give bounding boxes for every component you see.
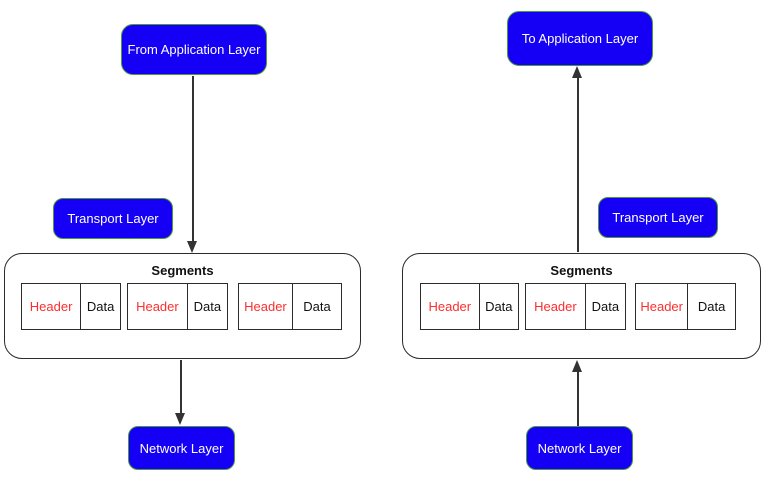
node-label: Transport Layer	[67, 211, 159, 226]
segment-data-cell: Data	[86, 299, 115, 314]
segment-header-cell: Header	[421, 284, 480, 329]
segment-header-cell: Header	[128, 284, 188, 329]
connector-segments-to-network-left	[180, 360, 182, 414]
node-label: Transport Layer	[612, 210, 704, 225]
arrow-down-icon	[175, 413, 185, 425]
segment-header-cell: Header	[636, 284, 689, 329]
arrow-up-icon	[572, 360, 582, 372]
node-label: To Application Layer	[521, 31, 639, 46]
segment-data-cell: Data	[697, 299, 726, 314]
segment-header-cell: Header	[239, 284, 293, 329]
node-network-layer-left: Network Layer	[128, 426, 235, 470]
segments-container-right: Segments Header Data Header Data Header …	[402, 253, 761, 359]
node-label: Network Layer	[139, 440, 224, 456]
segment-header-cell: Header	[22, 284, 82, 329]
connector-segments-to-app-right	[577, 77, 579, 252]
node-network-layer-right: Network Layer	[526, 426, 633, 470]
segments-title: Segments	[550, 263, 613, 278]
node-label: Network Layer	[537, 440, 622, 456]
segments-container-left: Segments Header Data Header Data Header …	[4, 253, 361, 359]
segment-data-cell: Data	[193, 299, 222, 314]
node-to-application-layer: To Application Layer	[507, 11, 653, 66]
node-transport-layer-left: Transport Layer	[53, 198, 173, 239]
arrow-up-icon	[572, 66, 582, 78]
node-transport-layer-right: Transport Layer	[598, 197, 718, 238]
connector-app-to-segments-left	[192, 76, 194, 242]
arrow-down-icon	[187, 241, 197, 253]
segment-box: Header Data	[635, 283, 736, 330]
segment-box: Header Data	[21, 283, 121, 330]
segment-data-cell: Data	[303, 299, 331, 314]
connector-network-to-segments-right	[577, 371, 579, 427]
node-from-application-layer: From Application Layer	[121, 24, 267, 75]
segment-data-cell: Data	[591, 299, 620, 314]
segment-header-cell: Header	[526, 284, 586, 329]
segments-title: Segments	[151, 263, 214, 278]
segment-data-cell: Data	[485, 299, 513, 314]
segment-box: Header Data	[238, 283, 342, 330]
node-label: From Application Layer	[127, 42, 261, 57]
segment-box: Header Data	[127, 283, 228, 330]
segment-box: Header Data	[420, 283, 519, 330]
segment-box: Header Data	[525, 283, 626, 330]
